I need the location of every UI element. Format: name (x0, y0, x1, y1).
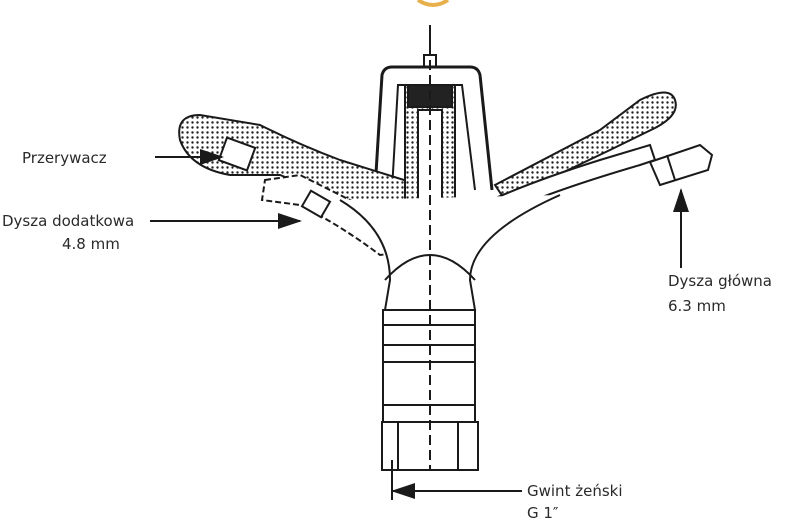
thread-size: G 1″ (527, 504, 559, 522)
top-accent (416, 0, 450, 7)
interrupter-label: Przerywacz (22, 149, 107, 167)
main-nozzle-size: 6.3 mm (668, 297, 726, 315)
aux-nozzle-label: Dysza dodatkowa (2, 212, 135, 230)
thread-label: Gwint żeński (527, 482, 623, 500)
aux-nozzle-size: 4.8 mm (62, 235, 120, 253)
left-arm (178, 113, 432, 217)
main-nozzle-label: Dysza główna (668, 272, 773, 290)
neck (339, 194, 561, 311)
right-arm (493, 91, 677, 202)
